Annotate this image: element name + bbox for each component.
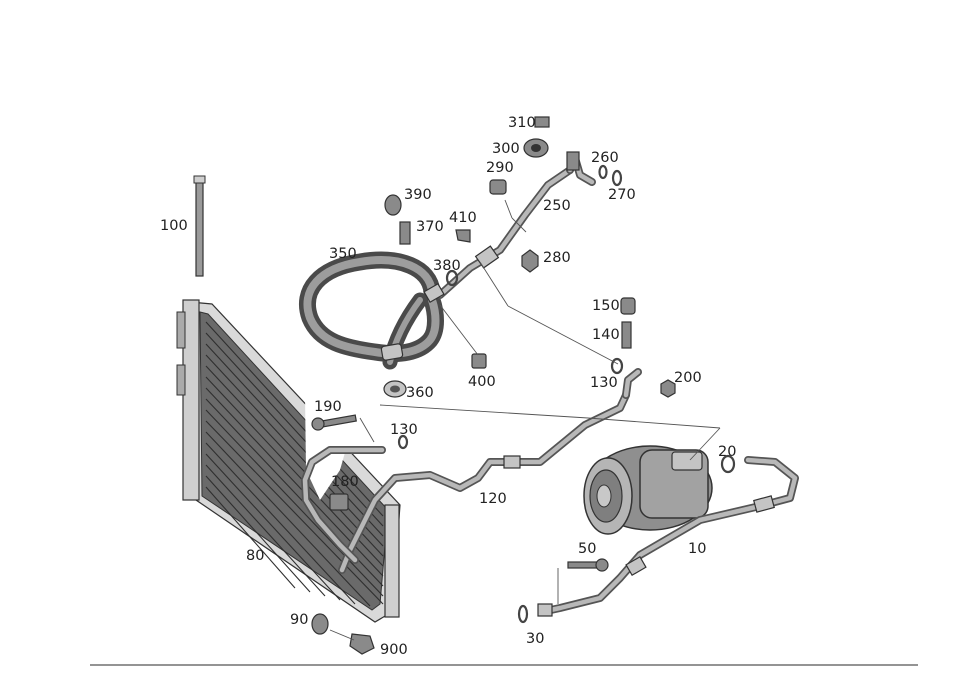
part-90-plug xyxy=(311,613,329,635)
part-200-nut xyxy=(660,379,676,398)
part-130-oring xyxy=(397,357,624,450)
label-140: 140 xyxy=(592,327,620,343)
part-310-clip xyxy=(534,116,550,128)
label-120: 120 xyxy=(479,491,507,507)
suction-hose xyxy=(299,251,444,370)
label-410: 410 xyxy=(449,210,477,226)
part-400-nut xyxy=(471,353,487,369)
label-130-upper: 130 xyxy=(590,375,618,391)
hose-10 xyxy=(537,456,799,617)
part-30-oring xyxy=(517,604,529,624)
label-190: 190 xyxy=(314,399,342,415)
condenser-highlight xyxy=(305,380,360,500)
label-80: 80 xyxy=(246,548,264,564)
compressor xyxy=(583,445,713,535)
part-180-clip xyxy=(329,493,349,511)
label-900: 900 xyxy=(380,642,408,658)
label-50: 50 xyxy=(578,541,596,557)
part-410-clip xyxy=(455,229,471,243)
label-360: 360 xyxy=(406,385,434,401)
condenser-fins xyxy=(205,321,384,607)
condenser-left-tank xyxy=(182,299,200,501)
condenser-bracket xyxy=(176,364,186,396)
part-labels: 310 300 260 290 270 390 250 410 100 370 … xyxy=(160,115,736,658)
part-300-grommet xyxy=(523,138,549,158)
part-360-gasket xyxy=(383,380,407,398)
label-30: 30 xyxy=(526,631,544,647)
label-150: 150 xyxy=(592,298,620,314)
label-290: 290 xyxy=(486,160,514,176)
part-190-bolt xyxy=(311,414,357,431)
label-250: 250 xyxy=(543,198,571,214)
pressure-pipe-upper xyxy=(423,154,596,304)
part-390-cap xyxy=(384,194,402,216)
label-390: 390 xyxy=(404,187,432,203)
label-260: 260 xyxy=(591,150,619,166)
leader-lines xyxy=(329,199,721,641)
part-260-fitting xyxy=(566,151,580,171)
label-310: 310 xyxy=(508,115,536,131)
dryer-cartridge xyxy=(193,175,206,277)
part-280-nut xyxy=(521,249,539,273)
part-140-valve xyxy=(621,321,632,349)
label-380: 380 xyxy=(433,258,461,274)
part-150-cap xyxy=(620,297,636,315)
part-900-clip xyxy=(349,633,375,655)
pipe-120 xyxy=(338,368,642,574)
label-200: 200 xyxy=(674,370,702,386)
label-130-lower: 130 xyxy=(390,422,418,438)
part-270-oring xyxy=(598,164,623,187)
condenser xyxy=(176,299,401,623)
label-300: 300 xyxy=(492,141,520,157)
label-100: 100 xyxy=(160,218,188,234)
label-90: 90 xyxy=(290,612,308,628)
part-380-oring xyxy=(445,269,459,287)
label-350: 350 xyxy=(329,246,357,262)
part-20-oring xyxy=(720,454,736,474)
label-400: 400 xyxy=(468,374,496,390)
part-50-bolt xyxy=(567,558,609,572)
pipe-190 xyxy=(301,446,386,564)
condenser-right-tank xyxy=(384,504,400,618)
label-10: 10 xyxy=(688,541,706,557)
label-180: 180 xyxy=(331,474,359,490)
condenser-bracket xyxy=(176,311,186,349)
label-20: 20 xyxy=(718,444,736,460)
part-290-bracket xyxy=(489,179,507,195)
label-280: 280 xyxy=(543,250,571,266)
label-270: 270 xyxy=(608,187,636,203)
part-370-valve xyxy=(399,221,411,245)
label-370: 370 xyxy=(416,219,444,235)
